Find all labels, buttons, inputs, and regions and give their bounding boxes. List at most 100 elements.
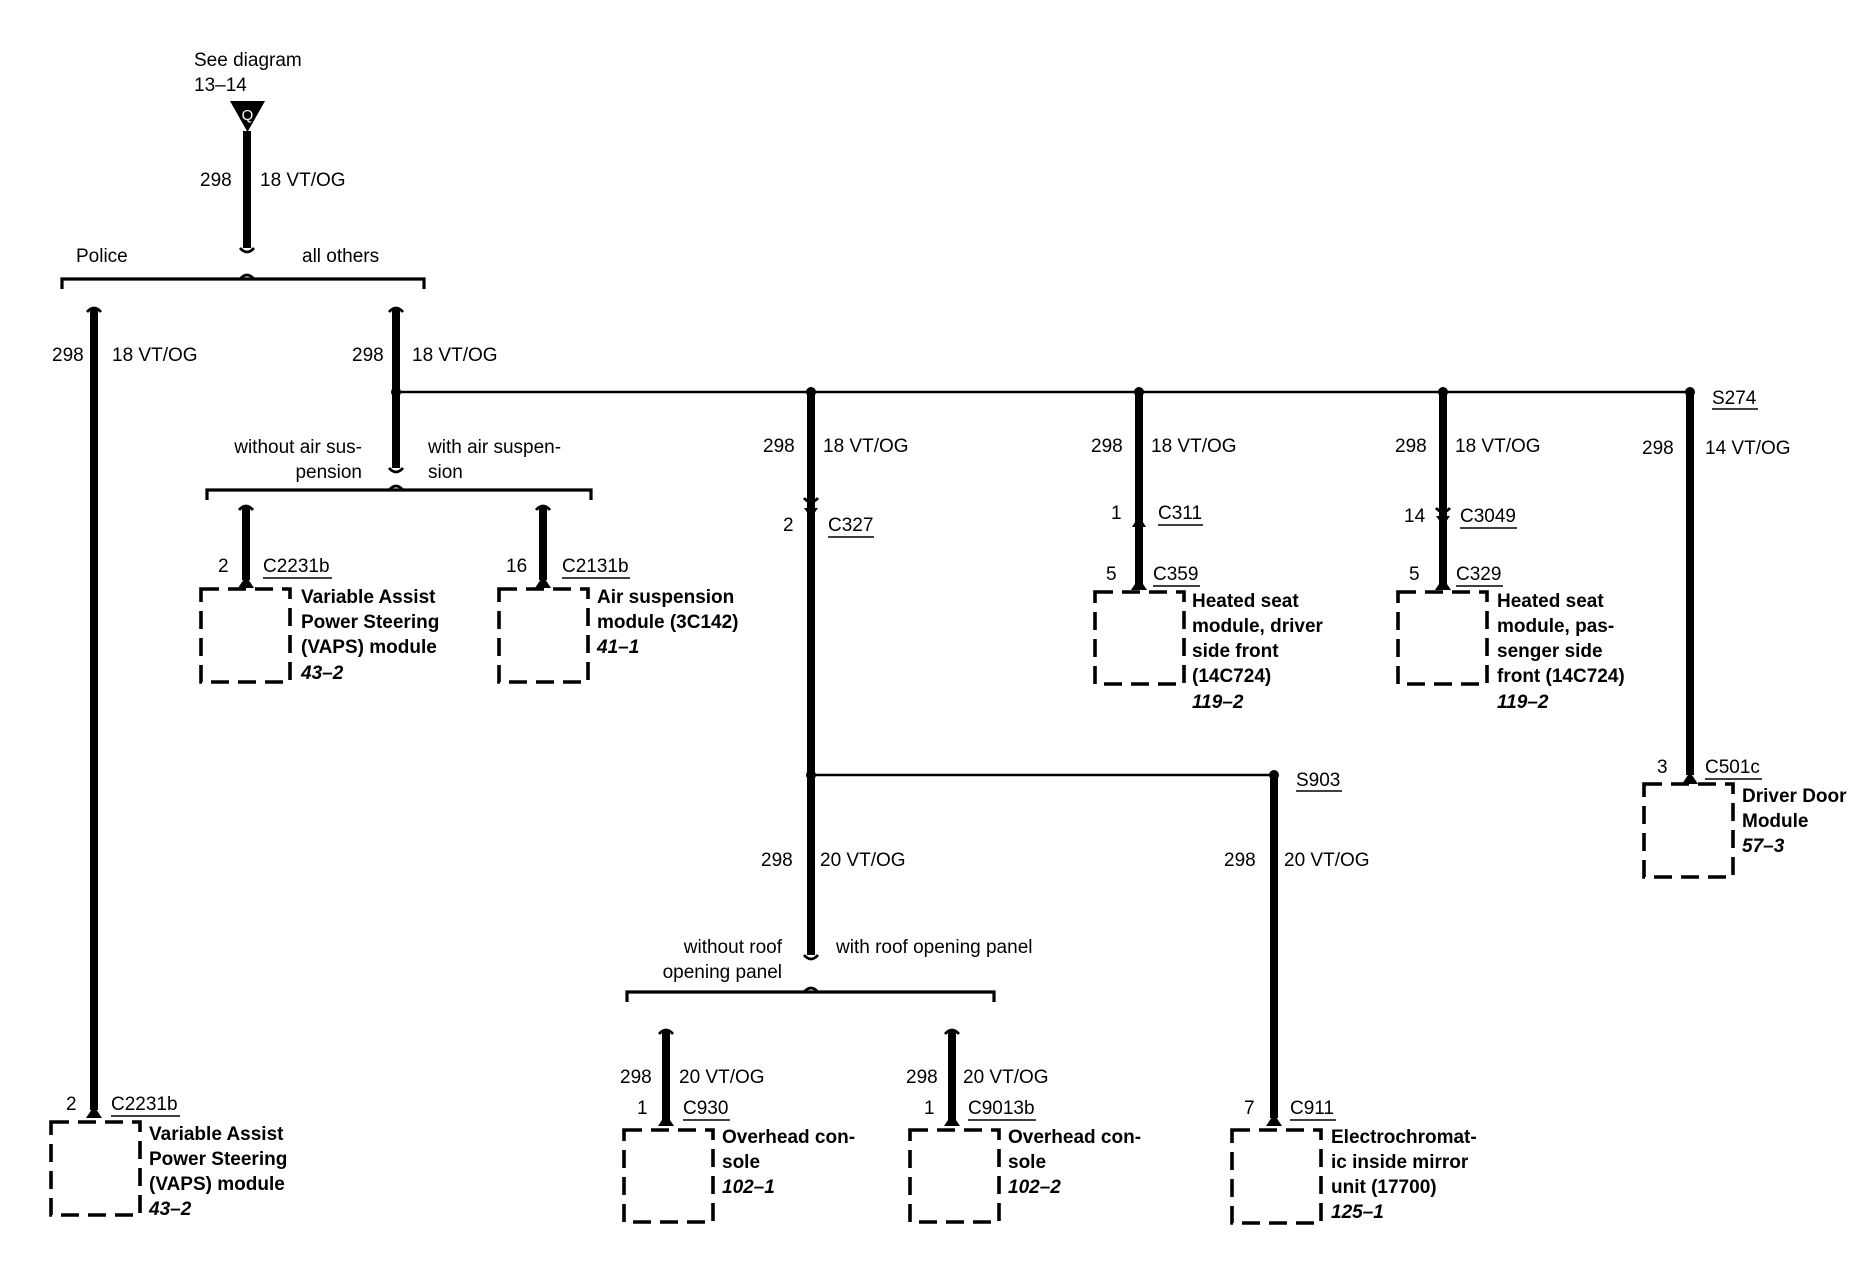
wire-top-spec: 18 VT/OG — [260, 170, 346, 191]
vaps-police-connector: C2231b — [111, 1094, 178, 1115]
c327-pin: 2 — [783, 515, 794, 536]
seat-pass-connector: C329 — [1456, 564, 1501, 585]
wire-others-circuit: 298 — [352, 345, 384, 366]
vaps-name-1: Variable Assist — [301, 587, 436, 608]
vaps-name-2: Power Steering — [301, 612, 439, 633]
wire-c311-circuit: 298 — [1091, 436, 1123, 457]
air-susp-component — [497, 587, 590, 684]
vaps-police-name-2: Power Steering — [149, 1149, 287, 1170]
console-1-component — [622, 1128, 715, 1224]
c327-name: C327 — [828, 515, 873, 536]
console-1-name-2: sole — [722, 1152, 760, 1173]
console-2-pin: 1 — [924, 1098, 935, 1119]
connector-q-symbol — [230, 101, 265, 132]
branch-bracket-roof — [625, 990, 996, 1002]
wire-c9013b-circuit: 298 — [906, 1067, 938, 1088]
branch-without-roof-1: without roof — [683, 937, 783, 958]
seat-driver-connector: C359 — [1153, 564, 1198, 585]
wire-c930-circuit: 298 — [620, 1067, 652, 1088]
c311-pin: 1 — [1111, 503, 1122, 524]
seat-driver-pin: 5 — [1106, 564, 1117, 585]
seat-driver-name-4: (14C724) — [1192, 666, 1271, 687]
branch-all-others-label: all others — [302, 246, 379, 267]
air-susp-pin: 16 — [506, 556, 527, 577]
wire-c911-spec: 20 VT/OG — [1284, 850, 1370, 871]
wire-others-spec: 18 VT/OG — [412, 345, 498, 366]
door-name-2: Module — [1742, 811, 1809, 832]
vaps-component — [199, 587, 292, 684]
seat-driver-page: 119–2 — [1192, 692, 1244, 713]
wire-c311-spec: 18 VT/OG — [1151, 436, 1237, 457]
vaps-connector: C2231b — [263, 556, 330, 577]
wire-roof-spec: 20 VT/OG — [820, 850, 906, 871]
wire-c327-circuit: 298 — [763, 436, 795, 457]
seat-pass-pin: 5 — [1409, 564, 1420, 585]
vaps-police-pin: 2 — [66, 1094, 77, 1115]
seat-pass-name-2: module, pas- — [1497, 616, 1614, 637]
seat-driver-name-1: Heated seat — [1192, 591, 1299, 612]
vaps-police-page: 43–2 — [148, 1199, 192, 1220]
wire-c327-spec: 18 VT/OG — [823, 436, 909, 457]
branch-without-roof-2: opening panel — [663, 962, 782, 983]
vaps-police-pin-arrow — [86, 1106, 102, 1118]
branch-bracket-notch — [238, 273, 256, 280]
vaps-police-name-1: Variable Assist — [149, 1124, 284, 1145]
branch-without-air-2: pension — [295, 462, 362, 483]
console-2-name-2: sole — [1008, 1152, 1046, 1173]
branch-without-air-1: without air sus- — [233, 437, 362, 458]
c311-pin-arrow — [1132, 516, 1146, 527]
seat-driver-name-2: module, driver — [1192, 616, 1324, 637]
console-1-pin: 1 — [637, 1098, 648, 1119]
air-susp-name-2: module (3C142) — [597, 612, 738, 633]
vaps-pin: 2 — [218, 556, 229, 577]
splice-s903-label: S903 — [1296, 770, 1340, 791]
wire-top-break — [238, 247, 256, 254]
wire-police-circuit: 298 — [52, 345, 84, 366]
console-1-page: 102–1 — [722, 1177, 775, 1198]
wire-police-spec: 18 VT/OG — [112, 345, 198, 366]
air-susp-page: 41–1 — [596, 637, 639, 658]
seat-pass-name-3: senger side — [1497, 641, 1603, 662]
wire-top-circuit: 298 — [200, 170, 232, 191]
door-connector: C501c — [1705, 757, 1760, 778]
branch-bracket-police-others — [60, 277, 426, 289]
wire-roof-circuit: 298 — [761, 850, 793, 871]
branch-with-roof: with roof opening panel — [835, 937, 1032, 958]
door-page: 57–3 — [1742, 836, 1785, 857]
c327-pin-arrow — [804, 508, 818, 518]
air-susp-connector: C2131b — [562, 556, 629, 577]
wire-c3049-circuit: 298 — [1395, 436, 1427, 457]
console-2-name-1: Overhead con- — [1008, 1127, 1141, 1148]
console-2-component — [908, 1128, 1001, 1224]
console-1-name-1: Overhead con- — [722, 1127, 855, 1148]
wire-c911-circuit: 298 — [1224, 850, 1256, 871]
source-ref-line1: See diagram — [194, 50, 302, 71]
vaps-page: 43–2 — [300, 663, 344, 684]
mirror-name-1: Electrochromat- — [1331, 1127, 1477, 1148]
seat-driver-name-3: side front — [1192, 641, 1279, 662]
connector-q-letter: Q — [242, 107, 254, 124]
mirror-name-2: ic inside mirror — [1331, 1152, 1469, 1173]
source-ref-line2: 13–14 — [194, 75, 247, 96]
vaps-name-3: (VAPS) module — [301, 637, 437, 658]
door-name-1: Driver Door — [1742, 786, 1847, 807]
seat-driver-component — [1093, 590, 1186, 686]
branch-bracket-air — [205, 488, 593, 500]
mirror-pin: 7 — [1244, 1098, 1255, 1119]
c3049-pin-arrow — [1436, 516, 1450, 526]
c3049-pin: 14 — [1404, 506, 1426, 527]
wire-c930-spec: 20 VT/OG — [679, 1067, 765, 1088]
console-1-connector: C930 — [683, 1098, 728, 1119]
mirror-page: 125–1 — [1331, 1202, 1384, 1223]
wire-c9013b-spec: 20 VT/OG — [963, 1067, 1049, 1088]
branch-with-air-1: with air suspen- — [427, 437, 561, 458]
seat-pass-name-4: front (14C724) — [1497, 666, 1625, 687]
wire-c501c-circuit: 298 — [1642, 438, 1674, 459]
vaps-police-component — [49, 1120, 142, 1217]
seat-pass-name-1: Heated seat — [1497, 591, 1604, 612]
wire-c501c-spec: 14 VT/OG — [1705, 438, 1791, 459]
mirror-connector: C911 — [1290, 1098, 1334, 1119]
console-2-page: 102–2 — [1008, 1177, 1061, 1198]
door-pin: 3 — [1657, 757, 1668, 778]
